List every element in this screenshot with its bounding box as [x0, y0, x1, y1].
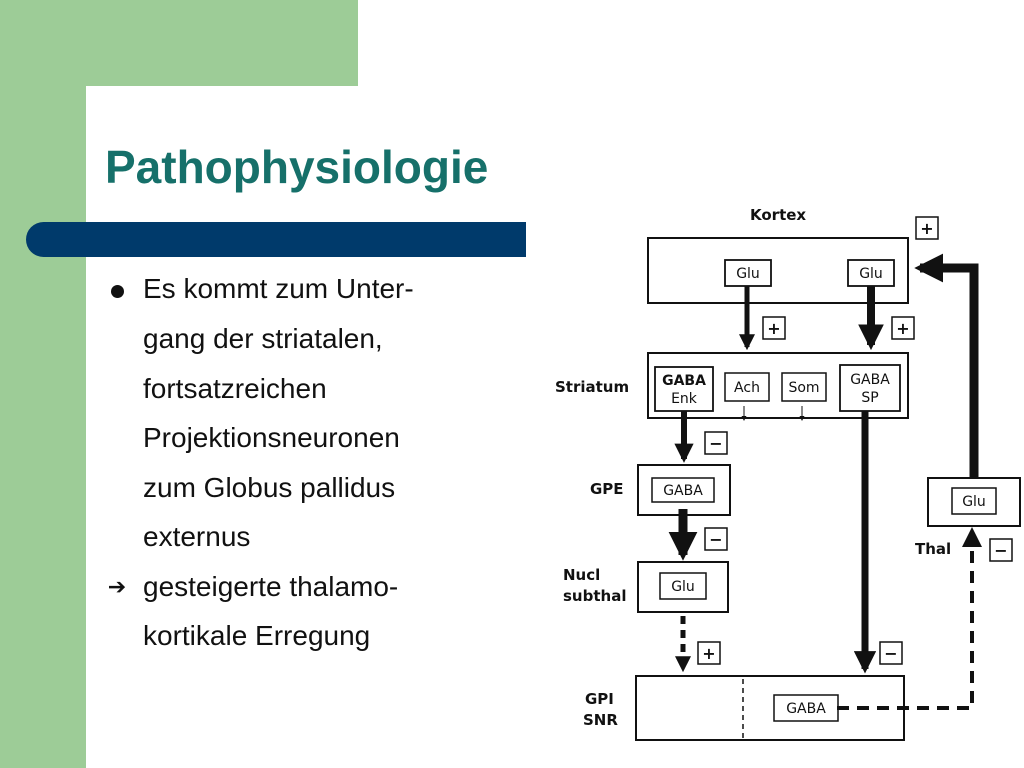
thal-glu-box: [951, 487, 997, 515]
gpi-gaba-box: [773, 694, 839, 722]
basal-ganglia-diagram: Kortex Striatum GPE Nucl subthal GPI SNR…: [530, 195, 1024, 768]
bullet-item-1: Es kommt zum Unter-: [105, 272, 414, 306]
sign-kortex-to-sp: +: [896, 319, 909, 338]
sign-box: [762, 316, 786, 340]
gaba-sp-box: [839, 364, 901, 412]
sign-sp-to-gpi: −: [884, 644, 897, 663]
kortex-glu-left-text: Glu: [736, 266, 760, 282]
gaba-sp-text: SP: [861, 390, 878, 406]
title-underline-bar: [26, 222, 526, 257]
bullet-line: zum Globus pallidus: [143, 472, 396, 503]
sign-box: [891, 316, 915, 340]
bullet-line: Projektionsneuronen: [143, 422, 400, 453]
kortex-label: Kortex: [750, 206, 806, 224]
striatum-label: Striatum: [555, 378, 629, 396]
kortex-glu-left-box: [724, 259, 772, 287]
som-box: [781, 372, 827, 402]
right-arrow-icon: ➔: [107, 574, 127, 599]
bullet-line: gang der striatalen,: [143, 323, 383, 354]
gpe-gaba-text: GABA: [663, 483, 703, 499]
striatum-box: [647, 352, 909, 419]
gpe-label: GPE: [590, 480, 624, 498]
som-text: Som: [788, 380, 819, 396]
bullet-item-2: ➔ gesteigerte thalamo-: [105, 570, 398, 604]
diagram-canvas: Kortex Striatum GPE Nucl subthal GPI SNR…: [555, 206, 1021, 741]
stn-glu-text: Glu: [671, 579, 695, 595]
sign-box: [915, 216, 939, 240]
nucl-subthal-label: subthal: [563, 587, 626, 605]
bullet-line: gesteigerte thalamo-: [143, 571, 399, 602]
green-side-band: [0, 0, 86, 768]
gaba-enk-text: Enk: [671, 391, 698, 407]
sign-gpe-to-stn: −: [709, 530, 722, 549]
sign-box: [697, 641, 721, 665]
gaba-sp-text: GABA: [850, 372, 890, 388]
bullet-dot-icon: [105, 272, 129, 306]
green-top-band: [0, 0, 358, 86]
thal-label: Thal: [915, 540, 951, 558]
bullet-line: externus: [143, 521, 251, 552]
sign-kortex-feedback: +: [920, 219, 933, 238]
thal-to-kortex-arrow: [914, 253, 979, 478]
sign-kortex-to-enk: +: [767, 319, 780, 338]
bullet-line: fortsatzreichen: [143, 373, 327, 404]
bullet-line: Es kommt zum Unter-: [143, 273, 414, 304]
sign-box: [704, 431, 728, 455]
sign-box: [879, 641, 903, 665]
gpe-gaba-box: [651, 477, 715, 503]
gpi-to-thal-arrow: [837, 527, 982, 710]
sign-enk-to-gpe: −: [709, 434, 722, 453]
snr-label: SNR: [583, 711, 618, 729]
kortex-box: [647, 237, 909, 304]
bullet-line: kortikale Erregung: [143, 620, 371, 651]
slide-title: Pathophysiologie: [105, 141, 489, 193]
gaba-enk-text: GABA: [662, 373, 706, 389]
ach-box: [724, 372, 770, 402]
gpi-gaba-text: GABA: [786, 701, 826, 717]
nucl-subthal-box: [637, 561, 729, 613]
nucl-subthal-label: Nucl: [563, 566, 600, 584]
sign-box: [704, 527, 728, 551]
kortex-glu-right-text: Glu: [859, 266, 883, 282]
stn-glu-box: [659, 572, 707, 600]
ach-text: Ach: [734, 380, 760, 396]
kortex-glu-right-box: [847, 259, 895, 287]
sign-stn-to-gpi: +: [702, 644, 715, 663]
sign-gpi-to-thal: −: [994, 541, 1007, 560]
thal-glu-text: Glu: [962, 494, 986, 510]
sign-box: [989, 538, 1013, 562]
gpi-label: GPI: [585, 690, 614, 708]
